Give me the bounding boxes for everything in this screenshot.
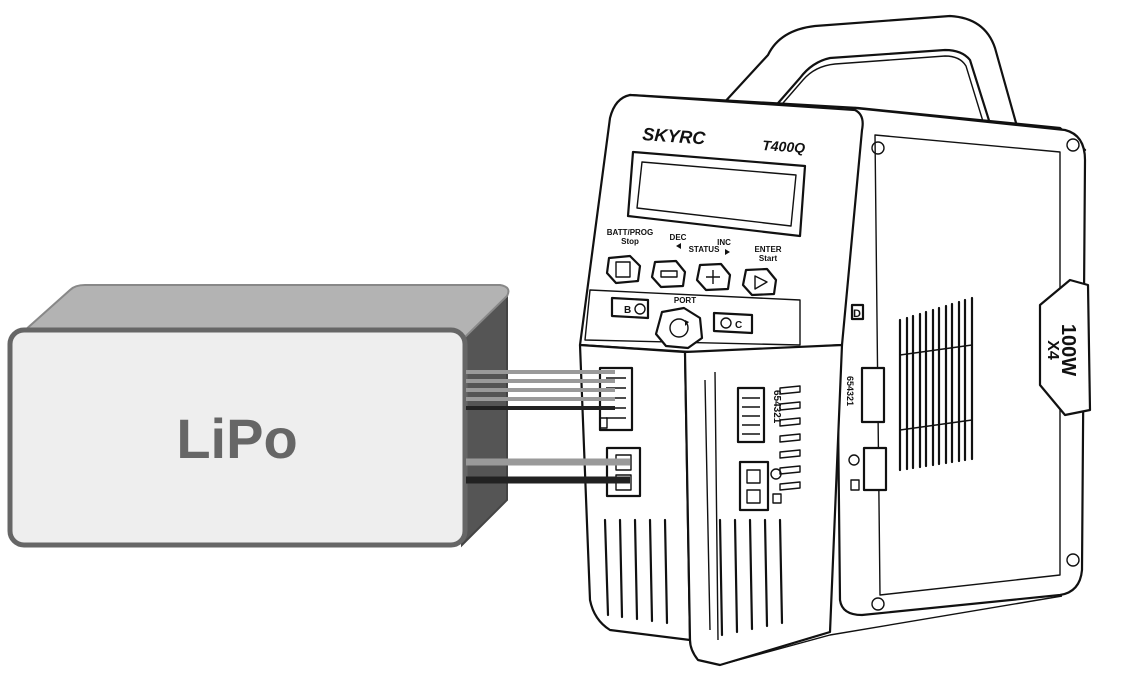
port-select-button[interactable] xyxy=(654,306,704,350)
battery-label: LiPo xyxy=(176,407,297,470)
battery-front-face xyxy=(7,327,468,548)
right-arrow-icon xyxy=(725,249,730,255)
port-d-connectors: D 654321 xyxy=(845,303,888,492)
port-b-indicator: B xyxy=(610,296,650,320)
left-arrow-icon xyxy=(676,243,681,249)
stop-label: Stop xyxy=(621,237,639,246)
xt60-connector xyxy=(605,446,642,498)
charger: 100W X4 SKYRC T400Q BATT/PROG Stop DEC S… xyxy=(578,14,1092,667)
battery-top-face xyxy=(11,284,510,341)
port-a-connectors xyxy=(598,366,669,625)
enter-button[interactable] xyxy=(741,267,778,297)
dec-label: DEC xyxy=(670,233,687,242)
main-power-wires xyxy=(466,458,630,484)
lcd-display xyxy=(626,150,807,238)
dec-button[interactable] xyxy=(650,259,687,289)
batt-prog-label: BATT/PROG xyxy=(607,228,654,237)
brand-logo: SKYRC xyxy=(642,124,707,148)
main-buttons xyxy=(605,254,778,297)
status-label: STATUS xyxy=(689,245,720,254)
lipo-battery: LiPo xyxy=(7,284,510,548)
inc-label: INC xyxy=(717,238,731,247)
power-badge-top: 100W xyxy=(1057,324,1079,376)
start-label: Start xyxy=(759,254,778,263)
port-d-marker xyxy=(850,303,865,321)
enter-label: ENTER xyxy=(754,245,781,254)
port-select-area: PORT B C xyxy=(584,289,801,350)
svg-text:C: C xyxy=(735,320,742,331)
batt-prog-button[interactable] xyxy=(605,254,642,285)
side-balance-numbers: 654321 xyxy=(845,376,855,406)
port-label: PORT xyxy=(674,296,696,305)
inc-button[interactable] xyxy=(695,262,732,292)
port-b-connectors: 654321 xyxy=(704,371,801,641)
balance-connector-b xyxy=(736,386,766,444)
balance-numbers: 654321 xyxy=(771,390,782,424)
xt60-connector-b xyxy=(738,460,770,512)
port-a-marker xyxy=(599,417,608,429)
power-badge: 100W X4 xyxy=(1038,278,1092,417)
side-vents xyxy=(898,296,974,472)
model-name: T400Q xyxy=(762,137,806,156)
power-badge-bottom: X4 xyxy=(1044,340,1061,360)
button-labels: BATT/PROG Stop DEC STATUS INC ENTER Star… xyxy=(607,228,782,263)
port-c-indicator: C xyxy=(712,311,754,335)
balance-lead-wires xyxy=(466,370,615,410)
svg-text:B: B xyxy=(624,305,631,316)
charger-base xyxy=(609,595,1063,666)
port-d-label: D xyxy=(853,308,861,320)
